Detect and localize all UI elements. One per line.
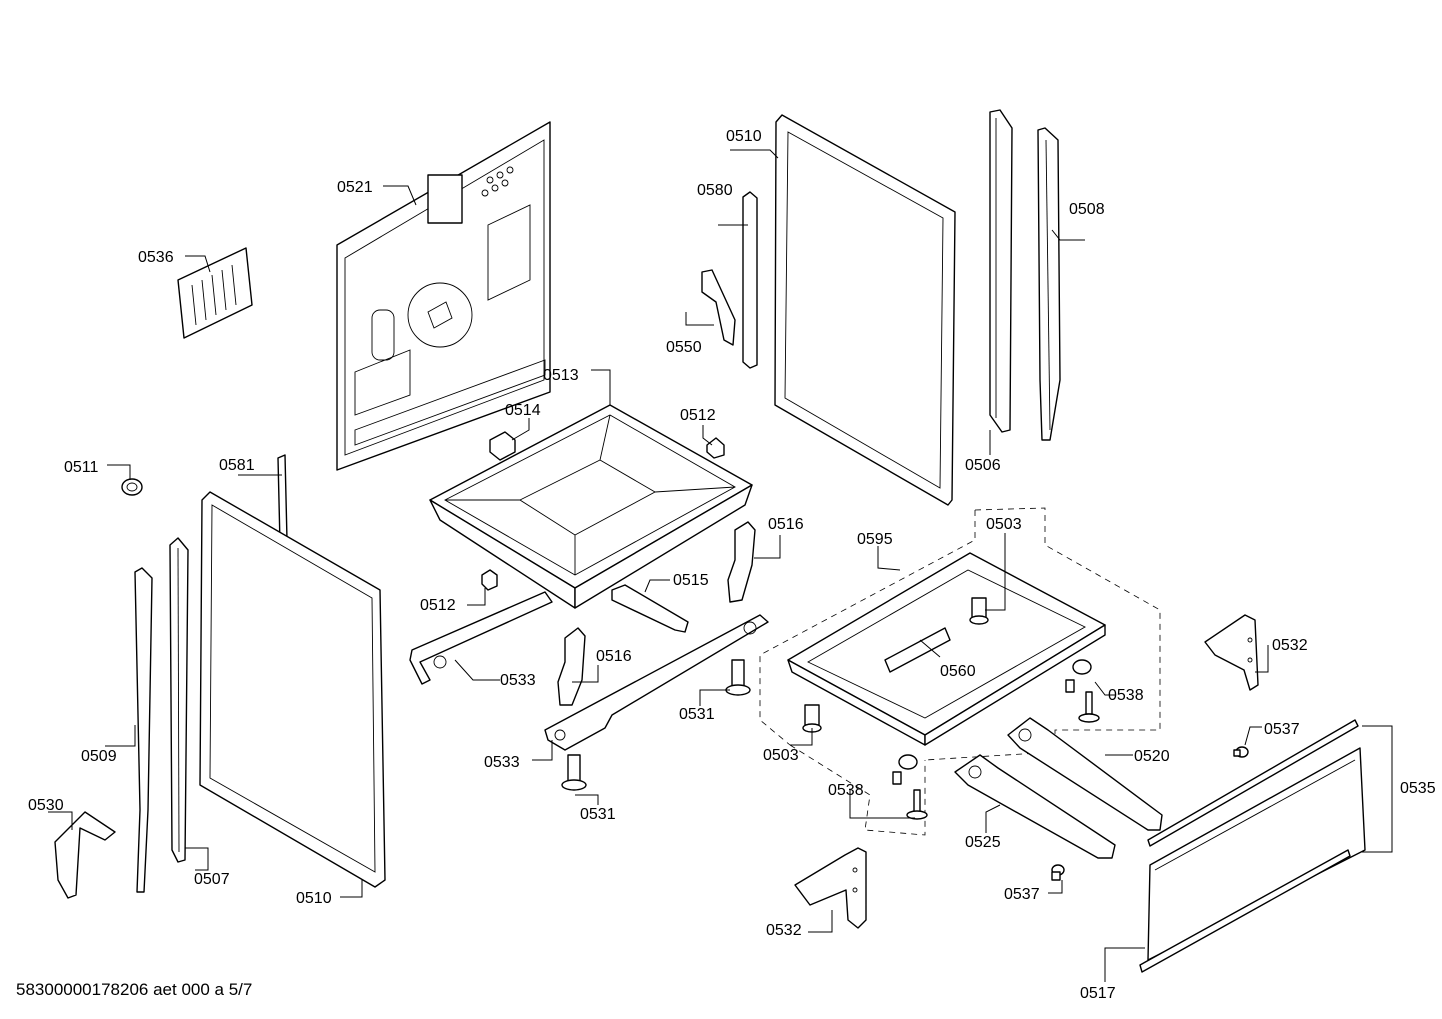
part-rail-0508 xyxy=(1037,127,1061,441)
part-beam-0533-lower xyxy=(544,614,769,751)
part-back-panel xyxy=(336,121,551,471)
part-bar-0515 xyxy=(611,584,689,633)
callout-0595: 0595 xyxy=(857,531,893,548)
part-side-panel-upper xyxy=(774,114,956,506)
callout-0531-lower: 0531 xyxy=(580,806,616,823)
document-code: 58300000178206 aet 000 a 5/7 xyxy=(16,980,253,999)
part-plinth-0517 xyxy=(1147,747,1366,961)
part-rail-0509 xyxy=(134,567,153,893)
part-corner-0532-bottom xyxy=(794,847,867,929)
part-corner-0532-right xyxy=(1204,614,1259,691)
callout-0510-upper: 0510 xyxy=(726,128,762,145)
part-screw-0537-upper xyxy=(1233,746,1249,758)
part-clip-0514 xyxy=(489,431,516,461)
part-foot-0531-upper xyxy=(725,659,751,696)
callout-labels: 0521 0536 0510 0580 0550 0506 0508 0513 … xyxy=(28,128,1436,1002)
part-side-panel-lower xyxy=(199,491,386,888)
callout-0530: 0530 xyxy=(28,797,64,814)
part-foot-0531-lower xyxy=(561,754,587,791)
callout-0525: 0525 xyxy=(965,834,1001,851)
part-beam-0533-upper xyxy=(409,591,553,685)
part-bracket-0530 xyxy=(54,811,116,899)
callout-0520: 0520 xyxy=(1134,748,1170,765)
callout-0538-lower: 0538 xyxy=(828,782,864,799)
part-knob-0511 xyxy=(121,478,143,496)
callout-0532-right: 0532 xyxy=(1272,637,1308,654)
callout-0510-lower: 0510 xyxy=(296,890,332,907)
callout-0516-lower: 0516 xyxy=(596,648,632,665)
callout-0516-upper: 0516 xyxy=(768,516,804,533)
callout-0533-upper: 0533 xyxy=(500,672,536,689)
part-clip-0512-upper xyxy=(706,437,725,459)
callout-0531-upper: 0531 xyxy=(679,706,715,723)
part-base-frame xyxy=(787,552,1106,746)
part-foot-0503-upper xyxy=(969,597,989,625)
leader-lines xyxy=(48,149,1393,982)
callout-0536: 0536 xyxy=(138,249,174,266)
callout-0560: 0560 xyxy=(940,663,976,680)
callout-0512-upper: 0512 xyxy=(680,407,716,424)
callout-0533-lower: 0533 xyxy=(484,754,520,771)
callout-0538-upper: 0538 xyxy=(1108,687,1144,704)
part-bracket-0550 xyxy=(701,269,736,346)
callout-0512-lower: 0512 xyxy=(420,597,456,614)
callout-0537-upper: 0537 xyxy=(1264,721,1300,738)
callout-0514: 0514 xyxy=(505,402,541,419)
callout-0503-lower: 0503 xyxy=(763,747,799,764)
part-rail-0507 xyxy=(169,537,189,863)
callout-0508: 0508 xyxy=(1069,201,1105,218)
part-rail-0520 xyxy=(1007,717,1163,831)
callout-0581: 0581 xyxy=(219,457,255,474)
callout-0521: 0521 xyxy=(337,179,373,196)
callout-0537-lower: 0537 xyxy=(1004,886,1040,903)
callout-0532-bottom: 0532 xyxy=(766,922,802,939)
callout-0580: 0580 xyxy=(697,182,733,199)
part-screw-0538-upper xyxy=(1065,659,1100,723)
part-clip-0512-lower xyxy=(481,569,498,591)
callout-0506: 0506 xyxy=(965,457,1001,474)
part-bracket-0516-lower xyxy=(557,627,586,706)
callout-0517: 0517 xyxy=(1080,985,1116,1002)
part-strip-0535-upper xyxy=(1147,719,1359,847)
callout-0515: 0515 xyxy=(673,572,709,589)
part-strip-0581 xyxy=(277,454,288,545)
part-bracket-0516-upper xyxy=(727,521,756,603)
part-rail-0506 xyxy=(989,109,1013,433)
callout-0509: 0509 xyxy=(81,748,117,765)
part-strip-0535-lower xyxy=(1139,849,1351,973)
part-screw-0537-lower xyxy=(1051,864,1065,881)
part-screw-0538-lower xyxy=(892,754,928,820)
callout-0503-upper: 0503 xyxy=(986,516,1022,533)
callout-0535: 0535 xyxy=(1400,780,1436,797)
part-foot-0503-lower xyxy=(802,704,822,733)
part-rail-0525 xyxy=(954,754,1116,859)
callout-0507: 0507 xyxy=(194,871,230,888)
part-grille xyxy=(177,247,253,339)
part-tray xyxy=(429,404,753,609)
callout-0513: 0513 xyxy=(543,367,579,384)
assembly-outline xyxy=(759,507,1161,836)
callout-0550: 0550 xyxy=(666,339,702,356)
part-strip-0580 xyxy=(742,191,758,369)
callout-0511: 0511 xyxy=(64,459,99,476)
